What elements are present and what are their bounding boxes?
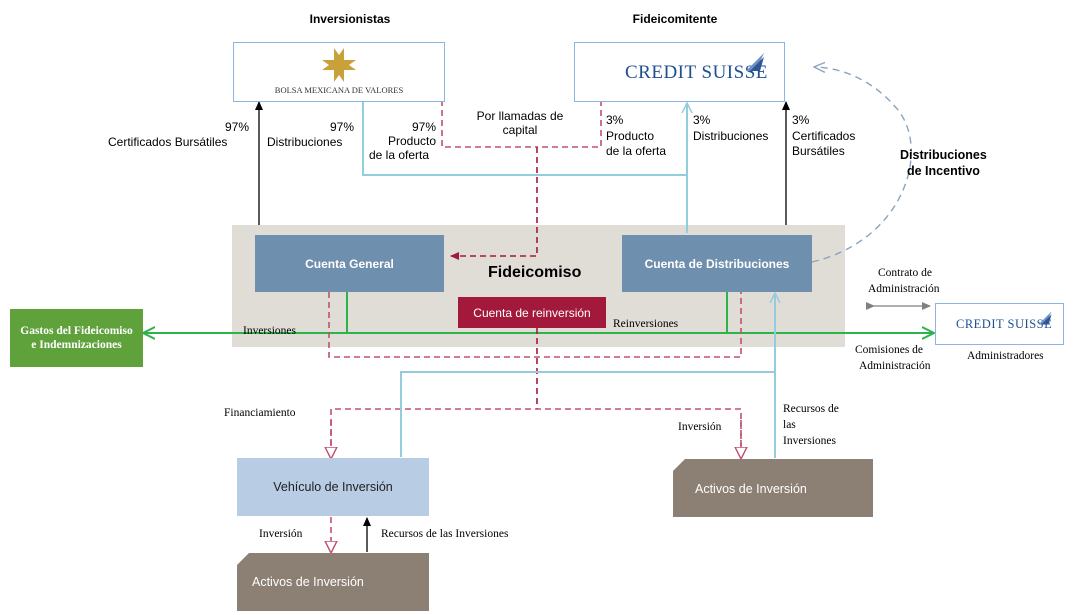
pct97-certs: 97% (225, 120, 250, 134)
admin-contract-2: Administración (868, 283, 940, 295)
admin-fees-2: Administración (859, 360, 931, 372)
administrators-label: Administradores (967, 350, 1044, 362)
prod-right-2: de la oferta (606, 144, 667, 158)
investors-header: Inversionistas (309, 12, 391, 26)
reinvestments-label: Reinversiones (613, 318, 679, 330)
cs-settlor-word1: Credit (625, 62, 697, 83)
resources-right-1: Recursos de (783, 403, 839, 415)
cs-admin-word2: Suisse (1007, 317, 1053, 331)
pct3-certs: 3% (792, 113, 810, 127)
cs-settlor-logo-box: Credit Suisse (574, 42, 785, 102)
assets-right-shape (673, 459, 873, 517)
line-offering-right (537, 100, 602, 148)
cs-admin-logo-box: Credit Suisse (935, 303, 1064, 345)
line-reinvest-loop (328, 292, 742, 358)
resources-right-2: las (783, 419, 796, 431)
reinvestment-account-box: Cuenta de reinversión (458, 297, 606, 328)
bmv-name: BOLSA MEXICANA DE VALORES (274, 85, 404, 95)
certs-left-label: Certificados Bursátiles (108, 135, 228, 149)
certs-right-1: Certificados (792, 129, 856, 143)
cs-sail-icon (746, 53, 764, 71)
resources-bottom-label: Recursos de las Inversiones (381, 528, 509, 540)
cs-admin-sail-icon (1038, 311, 1052, 325)
assets-right-label: Activos de Inversión (695, 482, 807, 496)
trust-title: Fideicomiso (488, 264, 582, 281)
dist-left-label: Distribuciones (267, 135, 343, 149)
investment-right-label: Inversión (678, 421, 722, 433)
arrow-capital-calls (450, 147, 538, 260)
line-offering-left (441, 100, 537, 148)
expenses-box: Gastos del Fideicomiso e Indemnizaciones (10, 309, 143, 367)
admin-fees-1: Comisiones de (855, 344, 924, 356)
pct3-dist: 3% (693, 113, 711, 127)
investments-label: Inversiones (243, 325, 297, 337)
cs-admin-word1: Credit (956, 317, 1004, 331)
bmv-logo-box: BOLSA MEXICANA DE VALORES (233, 42, 445, 102)
prod-left-1: Producto (388, 134, 437, 148)
cs-admin-name: Credit Suisse (956, 317, 1052, 332)
admin-contract-1: Contrato de (878, 267, 932, 279)
dist-right-label: Distribuciones (693, 129, 769, 143)
general-account-box: Cuenta General (255, 235, 444, 292)
bmv-logo-icon (322, 48, 356, 82)
prod-left-2: de la oferta (369, 148, 430, 162)
arrow-incentive-distributions (811, 67, 912, 263)
investment-bottom-label: Inversión (259, 528, 303, 540)
pct97-prod: 97% (412, 120, 437, 134)
capital-calls-label: Por llamadas de capital (476, 109, 564, 137)
assets-left-label: Activos de Inversión (252, 575, 364, 589)
financing-label: Financiamiento (224, 407, 296, 419)
certs-right-2: Bursátiles (792, 144, 845, 158)
settlor-header: Fideicomitente (632, 12, 718, 26)
incentive-label-1: Distribuciones (900, 148, 987, 162)
investment-vehicle-box: Vehículo de Inversión (237, 458, 429, 516)
distribution-account-box: Cuenta de Distribuciones (622, 235, 812, 292)
line-distributions (362, 102, 687, 176)
line-vehicle-resources (400, 371, 775, 457)
incentive-label-2: de Incentivo (907, 164, 980, 178)
prod-right-1: Producto (606, 129, 655, 143)
pct3-prod: 3% (606, 113, 624, 127)
assets-left-shape (237, 553, 429, 611)
resources-right-3: Inversiones (783, 435, 837, 447)
pct97-dist: 97% (330, 120, 355, 134)
